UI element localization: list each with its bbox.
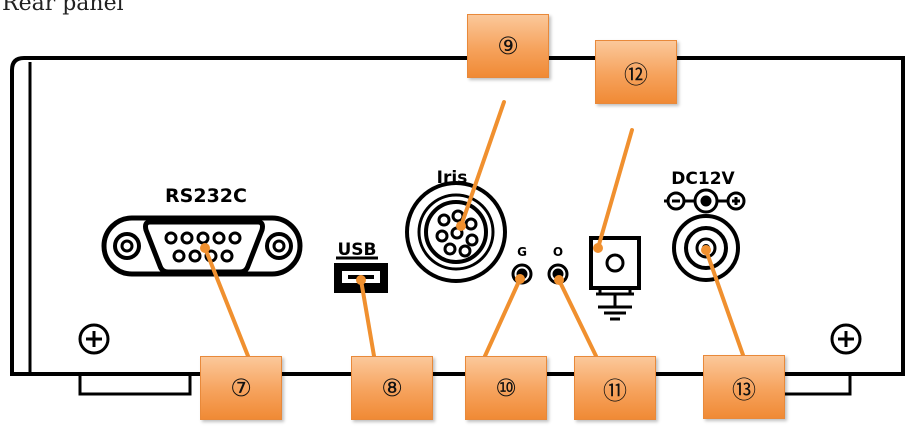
diagram-heading: Rear panel <box>2 0 124 16</box>
callout-12: ⑫ <box>595 40 677 104</box>
leader-10 <box>483 277 522 358</box>
dc12v-label: DC12V <box>671 169 735 189</box>
screw-right <box>830 323 862 355</box>
leader-lines <box>203 100 745 358</box>
rs232c-label: RS232C <box>165 185 247 207</box>
usb-label: USB <box>337 240 376 260</box>
leader-9 <box>459 100 506 228</box>
leader-7 <box>203 246 250 358</box>
callout-8: ⑧ <box>351 356 433 420</box>
callout-13: ⑬ <box>703 355 785 419</box>
leader-13 <box>704 248 745 357</box>
ground-terminal <box>589 236 641 321</box>
leader-dots <box>200 221 711 285</box>
callout-11: ⑪ <box>574 356 656 420</box>
o-label: O <box>553 245 563 259</box>
leader-11 <box>557 278 598 358</box>
callout-9: ⑨ <box>467 14 549 78</box>
dc-polarity-icon <box>664 188 746 214</box>
leader-8 <box>359 278 376 358</box>
leader-12 <box>596 128 634 250</box>
screw-left <box>78 323 110 355</box>
iris-connector <box>405 181 507 283</box>
g-label: G <box>517 245 527 259</box>
callout-7: ⑦ <box>200 356 282 420</box>
callout-10: ⑩ <box>465 356 547 420</box>
